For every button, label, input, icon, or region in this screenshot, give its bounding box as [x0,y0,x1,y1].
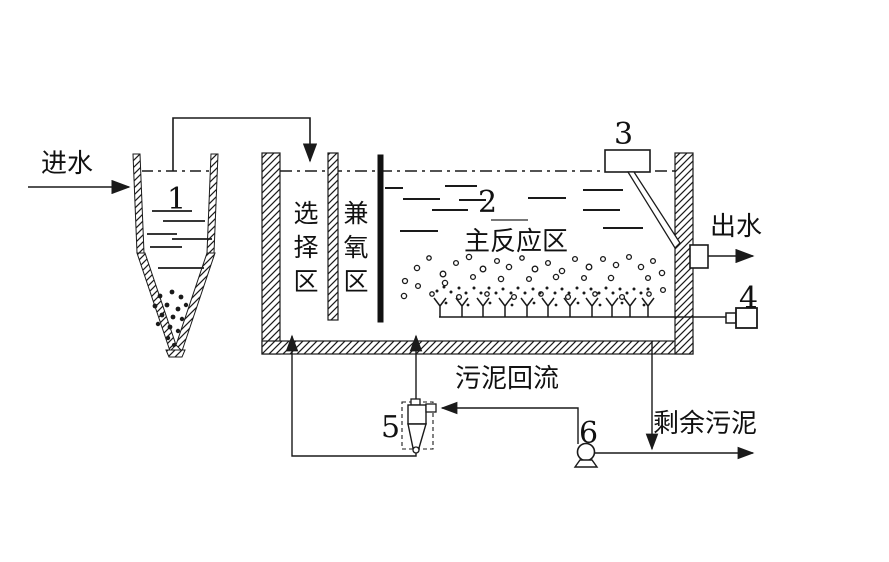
settled-sludge-dots [152,289,189,347]
facultative-zone-label: 兼氧区 [340,200,369,302]
sludge-return-label: 污泥回流 [455,364,560,394]
effluent-outlet [689,244,755,269]
tank1-water-ripples [147,210,212,269]
reactor-tank-walls [261,152,694,355]
label-5-separator: 5 [381,410,401,445]
transfer-pipe [172,117,318,171]
tank-floor [261,340,694,355]
label-6-pump: 6 [579,416,599,451]
settling-tank [132,153,219,358]
inclined-plate [626,171,681,250]
reactor-water-ripples [385,185,643,232]
selection-zone-label: 选择区 [290,200,319,302]
fine-bubble-dots [435,285,650,307]
influent-label: 进水 [41,149,94,179]
sludge-return-line [440,401,579,444]
separator-underflow-line [285,334,417,457]
label-1-settling-tank: 1 [167,182,187,217]
left-wall [261,152,281,355]
hatched-baffle [327,152,339,321]
solid-baffle [377,154,384,323]
air-blower [725,307,758,329]
excess-sludge-label: 剩余污泥 [653,409,758,439]
diffusers [433,297,655,317]
scum-box [604,149,681,250]
label-2-main-reactor: 2 [478,185,498,220]
label-3-scum-box: 3 [614,117,634,152]
label-4-air-blower: 4 [739,281,759,316]
main-reaction-zone-label: 主反应区 [464,227,569,257]
cyclone-separator [401,398,437,454]
aeration-bubbles [400,253,667,301]
excess-sludge-line [594,341,755,460]
effluent-label: 出水 [710,212,763,242]
sludge-pump [573,442,599,468]
